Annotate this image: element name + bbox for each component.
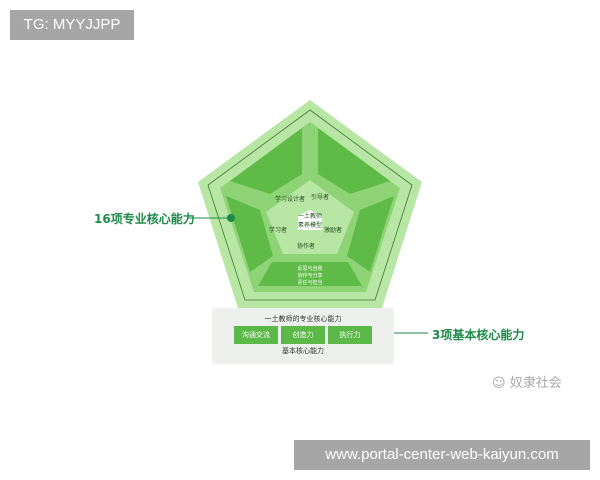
url-banner: www.portal-center-web-kaiyun.com xyxy=(294,440,590,470)
segment-top-left xyxy=(230,128,302,194)
tag-label: TG: MYYJJPP xyxy=(10,10,134,40)
right-label: 3项基本核心能力 xyxy=(432,328,525,342)
watermark: ☺ 奴隶社会 xyxy=(492,372,562,391)
bottom-line-2: 协作与分享 xyxy=(297,272,322,279)
role-1: 学习设计者 xyxy=(275,195,305,203)
outer-border xyxy=(207,109,413,301)
watermark-text: 奴隶社会 xyxy=(509,376,562,391)
bottom-line-3: 责任与担当 xyxy=(297,279,322,286)
base-box: 执行力 xyxy=(328,326,372,344)
center-house-icon xyxy=(298,210,322,230)
segment-right xyxy=(347,196,394,272)
center-title-1: 一土教师 xyxy=(298,212,322,220)
center-title-2: 素养模型 xyxy=(298,221,322,229)
base-footer: 基本核心能力 xyxy=(282,347,324,355)
segment-bottom xyxy=(258,262,362,286)
base-box: 沟通交流 xyxy=(234,326,278,344)
left-dot xyxy=(227,214,235,222)
role-4: 协作者 xyxy=(297,242,315,250)
bottom-line-1: 反思与自我 xyxy=(297,265,322,272)
role-5: 学习者 xyxy=(269,226,287,234)
base-panel: 一土教师的专业核心能力 沟通交流 创造力 执行力 基本核心能力 xyxy=(212,308,394,364)
left-label: 16项专业核心能力 xyxy=(94,212,195,226)
wechat-icon: ☺ xyxy=(492,376,510,391)
segment-top-right xyxy=(318,128,390,194)
role-3: 激励者 xyxy=(324,226,342,234)
base-box: 创造力 xyxy=(281,326,325,344)
segment-left xyxy=(226,196,273,272)
role-2: 引导者 xyxy=(311,193,329,201)
base-title: 一土教师的专业核心能力 xyxy=(264,315,342,323)
